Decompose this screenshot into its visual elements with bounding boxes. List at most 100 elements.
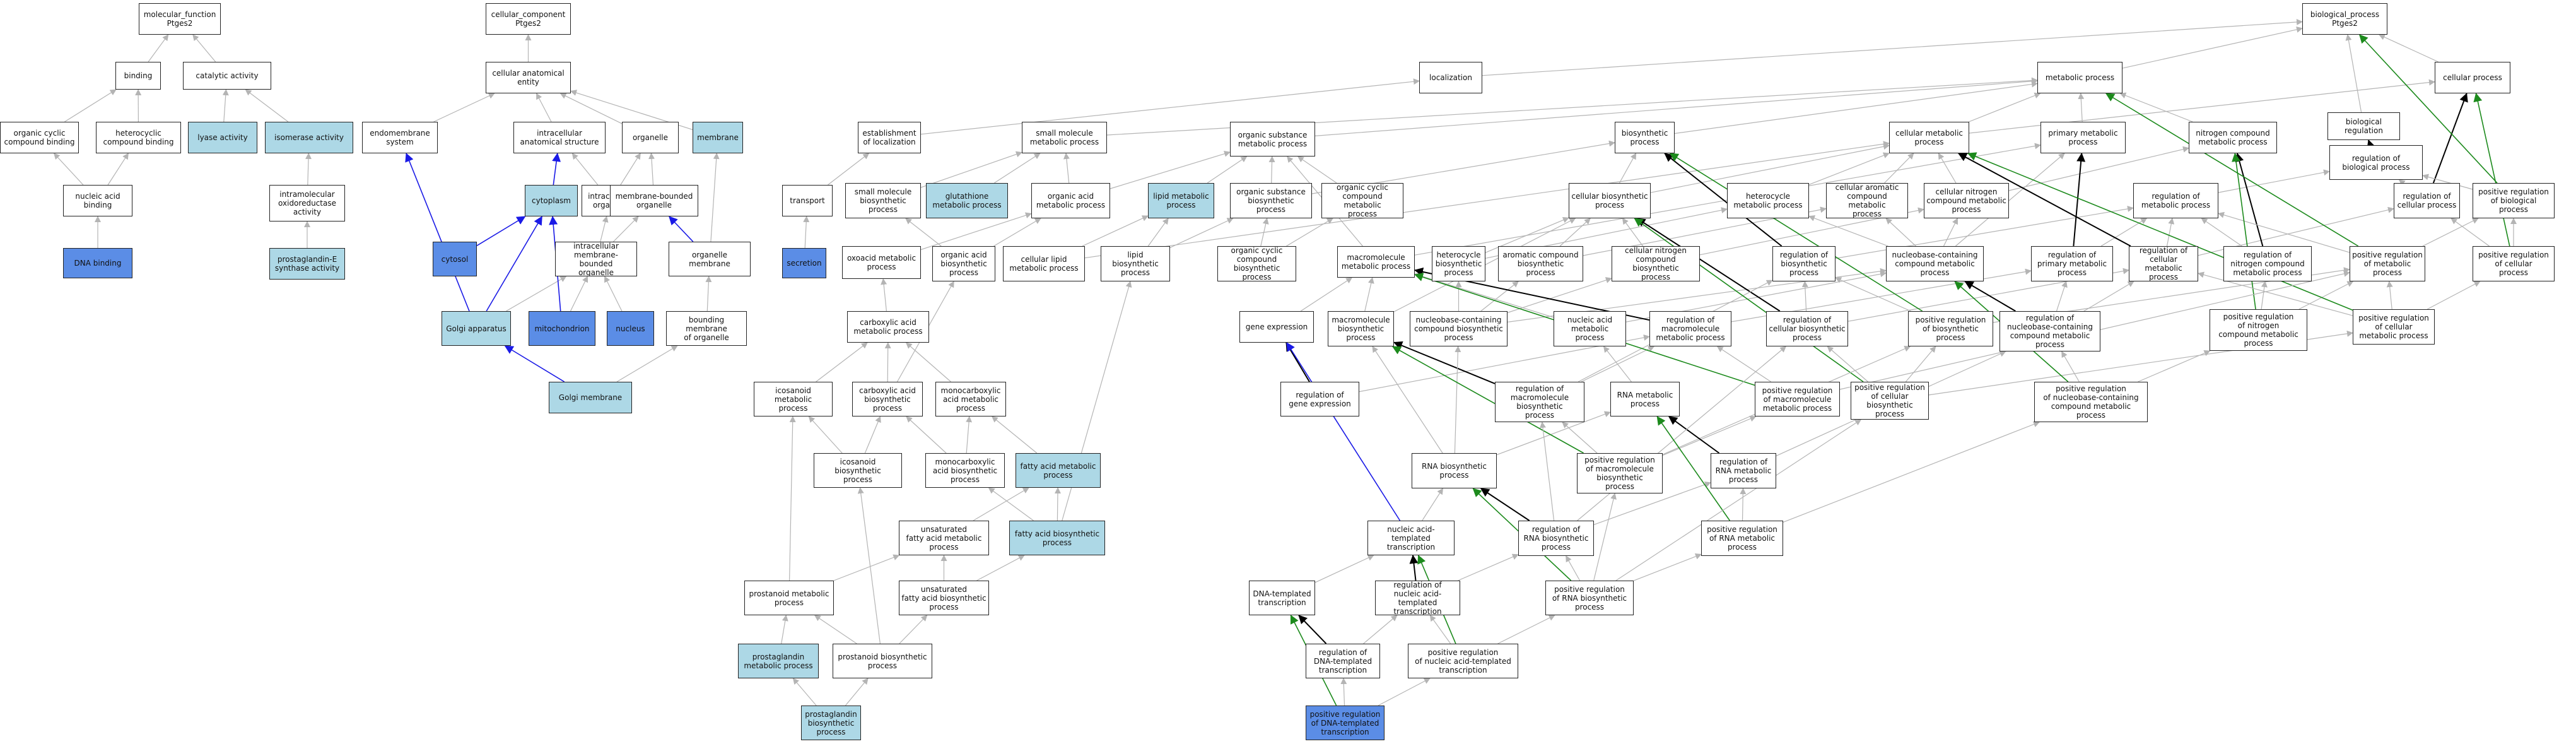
go-term-estab-loc: establishment of localization: [858, 122, 921, 153]
edge-dnat-to-nat: [1314, 555, 1374, 583]
go-term-nucleus: nucleus: [607, 311, 654, 346]
edge-icmbo-to-mbo: [612, 216, 639, 242]
go-term-fam: fatty acid metabolic process: [1016, 453, 1101, 488]
go-term-fab: fatty acid biosynthetic process: [1009, 521, 1105, 555]
edge-pos_cbp-to-pos_bsp: [1905, 346, 1936, 382]
edge-nbcb-to-acb: [1480, 281, 1519, 312]
edge-rna_b-to-rna_m: [1496, 411, 1611, 456]
edge-pos_mp-to-reg_mp: [2218, 211, 2350, 253]
edge-nucleus-to-icmbo: [604, 276, 623, 312]
edge-pos_mmp-to-reg_mmp: [1716, 346, 1772, 382]
edge-reg_bsp-to-biosyn: [1664, 153, 1783, 247]
edge-cmp-to-metab: [1969, 92, 2041, 122]
go-term-gene-expr: gene expression: [1239, 311, 1314, 343]
go-term-golgi: Golgi apparatus: [442, 311, 511, 346]
edge-nbcm-to-cncm: [1943, 218, 1958, 247]
edge-biosyn-to-metab: [1674, 81, 2038, 134]
go-term-cae: cellular anatomical entity: [486, 62, 571, 93]
edge-fam-to-mcam: [991, 416, 1038, 454]
edge-occb-to-osb: [1260, 218, 1269, 247]
edge-ias-to-cae: [536, 93, 552, 122]
edge-lyase-to-catalytic: [222, 89, 229, 122]
go-term-reg-ncmp: regulation of nitrogen compound metaboli…: [2223, 246, 2312, 281]
go-term-bmo: bounding membrane of organelle: [666, 311, 747, 346]
go-term-reg-ge: regulation of gene expression: [1280, 382, 1359, 416]
edge-bmo-to-org_mem: [705, 276, 712, 312]
edge-transport-to-estab_loc: [828, 153, 870, 186]
go-term-reg-nbcm: regulation of nucleobase-containing comp…: [1999, 311, 2100, 351]
edge-na_bind-to-het_bind: [107, 153, 129, 186]
edge-nat-to-gene_expr: [1286, 342, 1401, 521]
edge-pg_b-to-pn_b: [845, 678, 869, 706]
go-term-pmp: primary metabolic process: [2040, 122, 2126, 153]
edge-ufam-to-fam: [973, 487, 1029, 521]
edge-pos_ncmp-to-pos_mp: [2298, 281, 2354, 310]
edge-reg_ncmp-to-ncmp: [2235, 153, 2264, 247]
edge-oamp-to-osm: [1109, 150, 1231, 189]
edge-reg_pmp-to-pmp: [2073, 153, 2086, 247]
go-term-pos-cbp: positive regulation of cellular biosynth…: [1851, 382, 1929, 420]
go-term-hetm: heterocycle metabolic process: [1727, 183, 1809, 218]
go-term-pn-b: prostanoid biosynthetic process: [833, 644, 932, 678]
go-term-mf: molecular_function Ptges2: [139, 3, 221, 35]
edge-intramol-to-isomerase: [305, 153, 312, 186]
go-term-occb: organic cyclic compound biosynthetic pro…: [1217, 246, 1296, 281]
edge-reg_ge-to-gene_expr: [1285, 342, 1310, 382]
edge-icmbo-to-ic_org: [600, 216, 609, 242]
go-term-het-bind: heterocyclic compound binding: [96, 122, 181, 153]
edge-pos_cbp-to-reg_cbp: [1827, 346, 1868, 382]
edge-cellp-to-bp: [2378, 34, 2438, 62]
go-term-rna-m: RNA metabolic process: [1610, 382, 1680, 416]
edge-cam-to-oxoacid: [881, 278, 887, 312]
go-term-nat: nucleic acid-templated transcription: [1367, 521, 1455, 555]
edge-pos_bp-to-reg_bp: [2422, 174, 2473, 190]
go-term-ncmp: nitrogen compound metabolic process: [2189, 122, 2277, 153]
edge-pos_cbp-to-cbp: [1634, 218, 1864, 382]
edge-pos_cp-to-reg_cp: [2450, 218, 2490, 247]
go-term-reg-cbp: regulation of cellular biosynthetic proc…: [1766, 311, 1848, 346]
edge-pos_rnab-to-pos_rnam: [1633, 553, 1702, 581]
edge-icos_b-to-icos_m: [808, 416, 843, 454]
edge-reg_ncmp-to-reg_mp: [2201, 218, 2242, 247]
edge-pos_dnat-to-pos_nat: [1378, 678, 1431, 706]
edge-rna_b-to-nbcb: [1454, 346, 1461, 454]
edge-reg_rnab-to-reg_cbp: [1577, 346, 1787, 521]
go-term-pos-nbcm: positive regulation of nucleobase-contai…: [2034, 382, 2148, 422]
go-term-intramol: intramolecular oxidoreductase activity: [269, 185, 345, 221]
go-term-cacm: cellular aromatic compound metabolic pro…: [1826, 183, 1908, 218]
edge-ufab-to-fab: [976, 555, 1025, 581]
go-term-osb: organic substance biosynthetic process: [1230, 183, 1312, 218]
edge-pos_nat-to-reg_nat: [1429, 615, 1451, 644]
go-term-hetb: heterocycle biosynthetic process: [1432, 246, 1485, 281]
edge-ic_org-to-ias: [571, 153, 599, 186]
go-term-pos-mmp: positive regulation of macromolecule met…: [1755, 382, 1840, 416]
go-term-pos-mmb: positive regulation of macromolecule bio…: [1577, 453, 1663, 493]
edge-reg_cp-to-reg_bp: [2398, 179, 2406, 186]
edge-pmp-to-metab: [2078, 93, 2085, 122]
edge-cell_lipid-to-cmp: [1084, 141, 1890, 259]
edge-pos_bp-to-bp: [2359, 34, 2498, 184]
edge-isomerase-to-catalytic: [245, 89, 289, 122]
go-term-oamp: organic acid metabolic process: [1031, 183, 1110, 218]
edge-reg_rnab-to-rna_b: [1480, 488, 1530, 521]
go-term-reg-dnat: regulation of DNA-templated transcriptio…: [1306, 644, 1380, 678]
edge-osm-to-metab: [1314, 78, 2038, 136]
go-term-dna-bind: DNA binding: [63, 248, 132, 278]
edge-mcab-to-cab: [906, 416, 947, 454]
edge-pn_b-to-icos_b: [857, 487, 881, 644]
edge-secretion-to-transport: [803, 216, 810, 249]
edge-pg_m-to-pn_m: [781, 615, 788, 644]
edge-pos_rnab-to-reg_rnab: [1566, 555, 1581, 581]
edge-occb-to-occm: [1286, 218, 1333, 247]
edge-oab-to-oamp: [993, 218, 1041, 247]
go-term-orgcyc-bind: organic cyclic compound binding: [0, 122, 79, 153]
go-term-cc: cellular_component Ptges2: [486, 3, 571, 35]
go-term-icos-m: icosanoid metabolic process: [754, 382, 833, 416]
go-term-pos-cp: positive regulation of cellular process: [2473, 246, 2555, 281]
edge-fab-to-mcab: [988, 487, 1034, 521]
edge-pos_nbcm-to-reg_nbcm: [2061, 351, 2080, 382]
edge-localization-to-bp: [1482, 19, 2303, 76]
edge-lipid_m-to-osm: [1207, 156, 1248, 184]
edge-reg_nat-to-reg_rnab: [1458, 553, 1519, 581]
